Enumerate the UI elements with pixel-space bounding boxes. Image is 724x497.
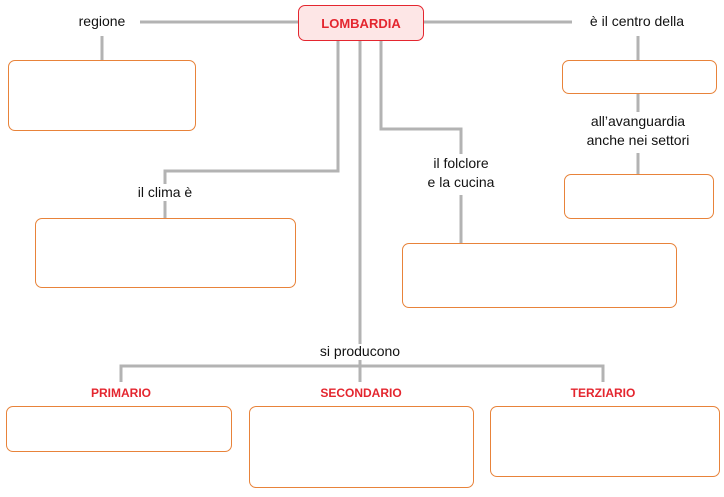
sector-terziario: TERZIARIO [570, 386, 636, 400]
answer-box-terziario[interactable] [490, 406, 720, 477]
label-folclore-1: il folclore [433, 155, 489, 171]
connector-root-clima [163, 41, 340, 184]
label-centro: è il centro della [589, 13, 685, 29]
answer-box-avanguardia[interactable] [564, 174, 714, 219]
answer-box-regione[interactable] [8, 60, 196, 131]
label-clima: il clima è [137, 184, 193, 200]
label-avanguardia-2: anche nei settori [586, 132, 690, 148]
answer-box-folclore[interactable] [402, 243, 677, 308]
root-label: LOMBARDIA [321, 15, 401, 31]
root-node: LOMBARDIA [298, 5, 424, 41]
sector-primario: PRIMARIO [91, 386, 151, 400]
label-regione: regione [78, 13, 126, 29]
label-producono: si producono [319, 343, 401, 359]
answer-box-centro[interactable] [562, 60, 717, 94]
label-avanguardia-1: all’avanguardia [590, 113, 686, 129]
label-folclore-2: e la cucina [427, 174, 495, 190]
answer-box-secondario[interactable] [249, 406, 474, 488]
answer-box-clima[interactable] [35, 218, 296, 288]
connector-branch-bar [119, 364, 605, 382]
connector-root-folclore [379, 41, 463, 154]
sector-secondario: SECONDARIO [320, 386, 402, 400]
answer-box-primario[interactable] [6, 406, 232, 452]
